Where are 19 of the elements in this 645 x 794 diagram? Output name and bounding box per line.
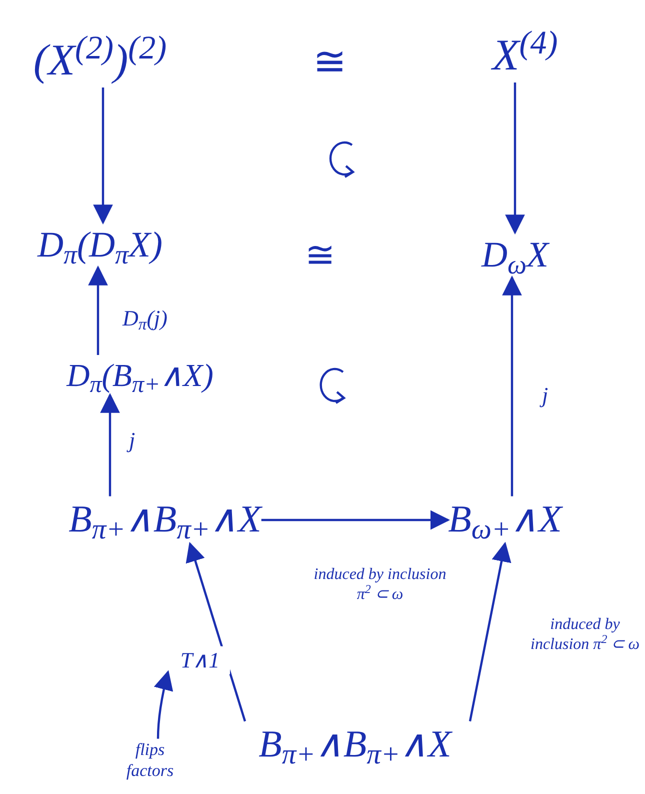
arrow (88, 266, 108, 355)
isomorphism-sign: ≅ (305, 234, 335, 277)
math-expression: D$_{ω}$X (481, 232, 549, 278)
arrow (502, 276, 522, 496)
arrow (93, 88, 113, 224)
note-text: flips factors (110, 738, 190, 782)
math-expression: B$_{ω+}$∧X (448, 496, 562, 544)
math-expression: D$_{π}$(B$_{π+}$∧X) (66, 355, 214, 395)
arrow (100, 393, 120, 496)
math-expression: X$^{(4)}$ (492, 28, 558, 82)
math-expression: B$_{π+}$∧B$_{π+}$∧X (68, 496, 262, 544)
arrow (261, 510, 450, 530)
arrow (468, 542, 512, 722)
arrow (505, 82, 525, 234)
math-expression: (X$^{(2)}$)$^{(2)}$ (33, 32, 167, 88)
leader-arrow (154, 670, 174, 739)
math-expression: D$_{π}$(D$_{π}$X) (37, 222, 163, 268)
math-expression: B$_{π+}$∧B$_{π+}$∧X (258, 721, 452, 769)
isomorphism-sign: ≅ (313, 38, 347, 86)
